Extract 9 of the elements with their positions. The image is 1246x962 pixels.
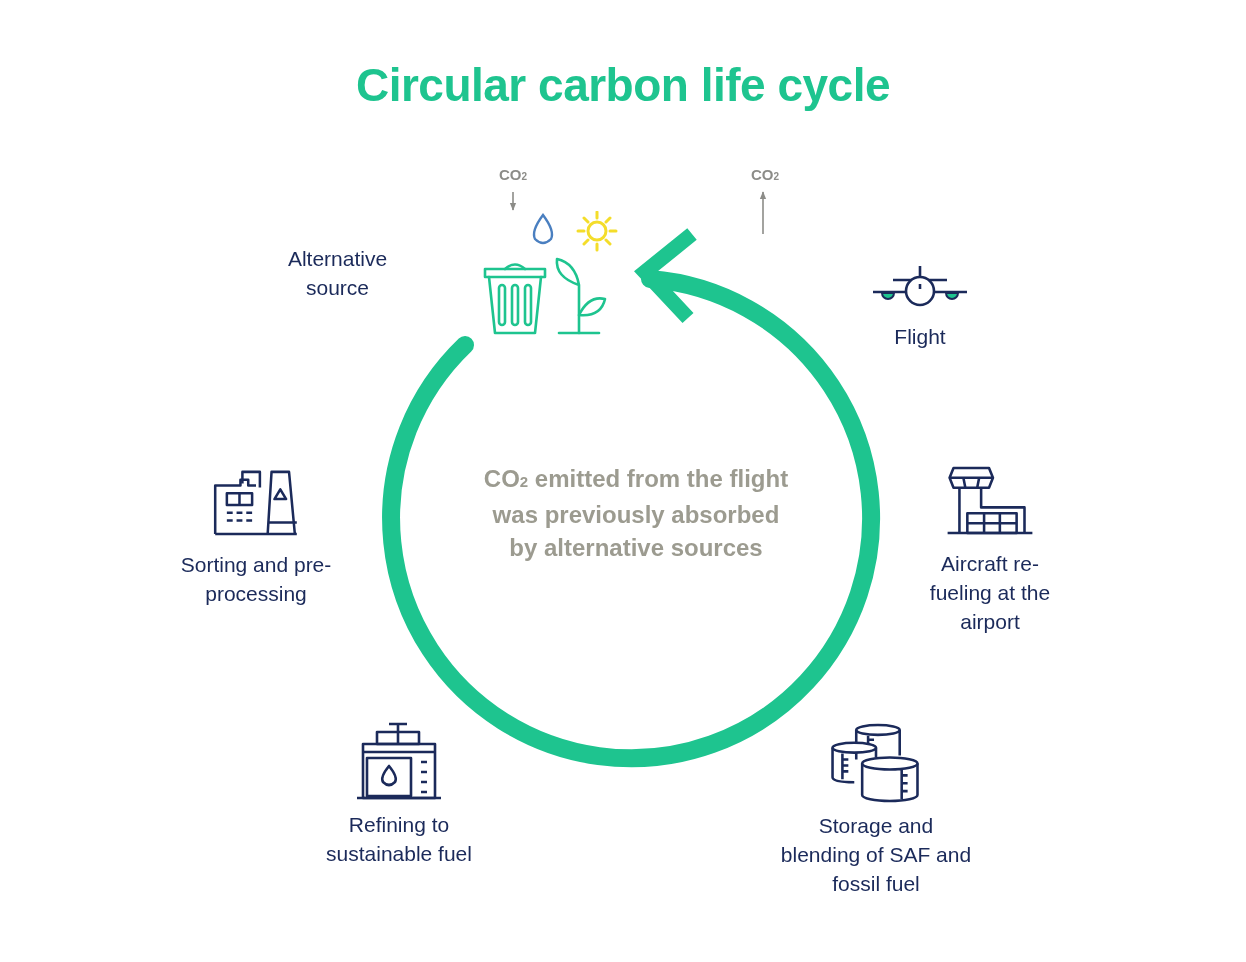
stage-label: Refining to sustainable fuel [325,812,473,867]
title: Circular carbon life cycle [355,58,891,112]
stage-label: Sorting and pre-processing [179,552,333,607]
stage-label: Aircraft re-fueling at the airport [928,551,1052,635]
stage-label: Flight [894,324,946,350]
arrow [759,191,767,235]
stage-label: Alternative source [286,246,389,301]
arrow [509,191,517,211]
stage-label: Storage and blending of SAF and fossil fuel [779,813,973,897]
